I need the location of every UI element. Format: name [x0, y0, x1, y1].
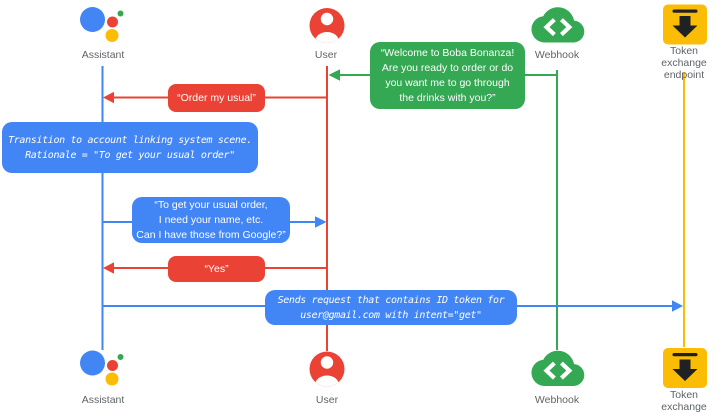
- message-welcome-bubble: “Welcome to Boba Bonanza! Are you ready …: [370, 42, 525, 109]
- message-transition-note: Transition to account linking system sce…: [2, 122, 258, 173]
- token-endpoint-icon: [663, 4, 707, 45]
- token-endpoint-icon: [663, 348, 707, 388]
- actor-label-user-top: User: [314, 49, 338, 61]
- actor-label-webhook-bottom: Webhook: [534, 394, 580, 406]
- user-icon: [310, 352, 345, 395]
- actor-label-webhook-top: Webhook: [534, 49, 580, 61]
- actor-label-assistant-top: Assistant: [81, 49, 125, 61]
- actor-label-token-endpoint-top: Token exchange endpoint: [661, 45, 707, 81]
- actor-label-token-endpoint-bottom: Token exchange endpoint: [661, 389, 707, 413]
- user-icon: [310, 8, 345, 51]
- message-yes-bubble: “Yes”: [168, 256, 265, 282]
- message-send-request-note: Sends request that contains ID token for…: [265, 290, 517, 325]
- google-assistant-icon: [80, 350, 124, 386]
- actor-label-user-bottom: User: [315, 394, 339, 406]
- actor-label-assistant-bottom: Assistant: [81, 394, 125, 406]
- message-ask-google-bubble: “To get your usual order, I need your na…: [132, 197, 290, 243]
- bottom-actor-icons: [80, 348, 707, 395]
- message-order-my-usual-bubble: “Order my usual”: [168, 84, 265, 112]
- webhook-cloud-icon: [530, 349, 586, 387]
- google-assistant-icon: [80, 7, 124, 42]
- webhook-cloud-icon: [530, 6, 586, 44]
